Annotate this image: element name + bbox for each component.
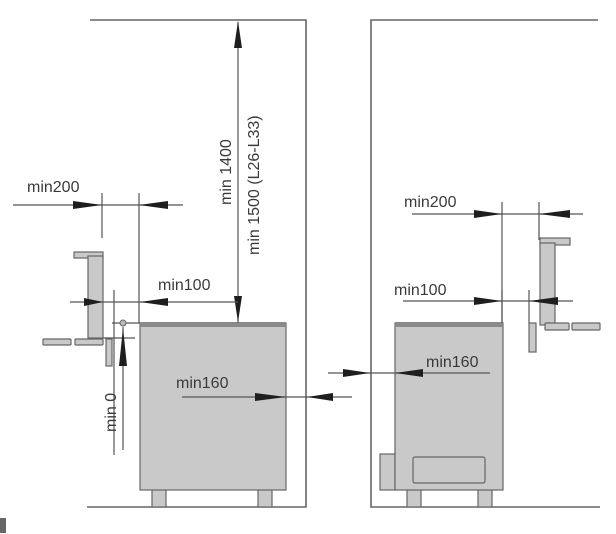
ceiling-label-min1400: min 1400 (218, 139, 235, 205)
left-heater (139, 322, 287, 508)
left-min160-label: min160 (176, 375, 229, 392)
left-bench (42, 251, 113, 367)
min0-label: min 0 (103, 393, 120, 432)
left-room: min 1400 min 1500 (L26-L33) min200 min10… (13, 19, 352, 508)
right-min200-label: min200 (404, 194, 457, 211)
corner-mark (0, 518, 6, 533)
ceiling-clearance-dimension: min 1400 min 1500 (L26-L33) (218, 21, 263, 323)
right-min160-label: min160 (426, 354, 479, 371)
left-wall-clearance-dimension: min160 (176, 375, 352, 401)
left-min200-label: min200 (27, 179, 80, 196)
left-side-clearance-dimension: min100 (70, 277, 238, 455)
right-min100-label: min100 (394, 282, 447, 299)
right-room: min200 min100 min160 (328, 19, 601, 508)
left-min100-label: min100 (158, 277, 211, 294)
left-bench-clearance-dimension: min200 (13, 179, 183, 323)
left-room-walls (87, 19, 307, 508)
right-bench-clearance-dimension: min200 (404, 194, 583, 323)
right-side-clearance-dimension: min100 (394, 282, 573, 323)
ceiling-label-min1500: min 1500 (L26-L33) (246, 115, 263, 255)
right-bench (528, 237, 601, 353)
right-wall-clearance-dimension: min160 (328, 354, 490, 377)
height-clearance-dimension: min 0 (103, 319, 140, 450)
right-heater (379, 322, 504, 508)
